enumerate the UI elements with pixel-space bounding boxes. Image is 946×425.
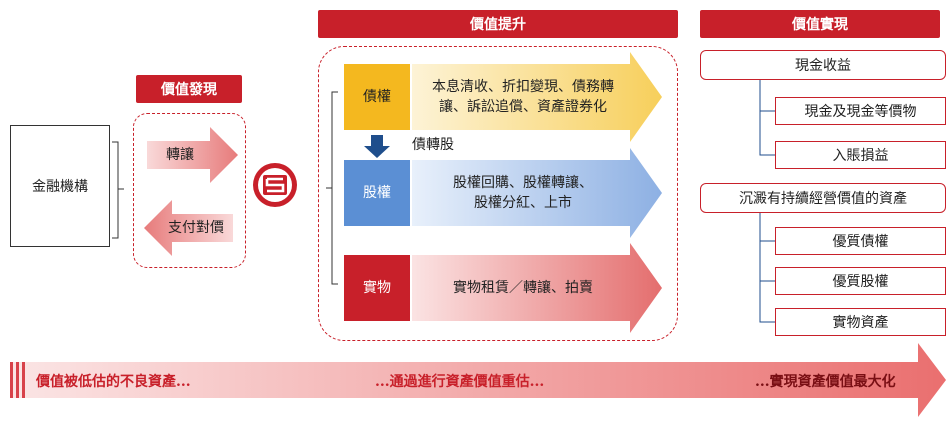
bottom-progress-arrow: [10, 343, 946, 417]
transfer-arrow: [147, 127, 238, 183]
tag-debt: 債權: [344, 64, 410, 130]
realize-tree-lines: [759, 80, 775, 323]
realize-asset-item: 優質股權: [775, 267, 946, 295]
bottom-left-text: 價值被低估的不良資產...: [36, 374, 191, 390]
conversion-label: 債轉股: [412, 137, 454, 153]
physical-arrow: [412, 243, 662, 333]
discovery-title: 價值發現: [136, 75, 242, 103]
equity-methods: 股權回購、股權轉讓、 股權分紅、上市: [453, 175, 593, 211]
realize-asset-item: 實物資產: [775, 308, 946, 336]
discovery-panel: [133, 113, 246, 268]
bottom-stripes: [10, 362, 25, 398]
bottom-middle-text: ...通過進行資產價值重估...: [375, 374, 545, 390]
bottom-right-text: ...實現資產價值最大化: [755, 374, 896, 390]
realize-cash-head: 現金收益: [700, 50, 946, 80]
physical-methods: 實物租賃／轉讓、拍賣: [453, 280, 593, 296]
transfer-label: 轉讓: [166, 147, 194, 163]
payment-arrow: [144, 200, 233, 256]
tag-equity: 股權: [344, 160, 410, 226]
enhance-title: 價值提升: [318, 10, 678, 38]
realize-title: 價值實現: [700, 10, 940, 38]
company-logo-icon: [253, 163, 297, 207]
realize-cash-item: 現金及現金等價物: [775, 97, 946, 125]
enhance-bracket: [326, 91, 338, 285]
debt-methods: 本息清收、折扣變現、債務轉 讓、訴訟追償、資產證券化: [432, 79, 614, 115]
debt-arrow: [412, 52, 662, 142]
payment-label: 支付對價: [168, 220, 224, 236]
enhance-panel: [318, 46, 678, 341]
source-bracket: [112, 141, 124, 239]
realize-cash-item: 入賬損益: [775, 141, 946, 169]
conversion-down-arrow: [364, 135, 390, 158]
source-label: 金融機構: [32, 179, 88, 195]
tag-physical: 實物: [344, 255, 410, 321]
realize-asset-item: 優質債權: [775, 227, 946, 255]
source-financial-institution: 金融機構: [10, 125, 110, 247]
equity-arrow: [412, 148, 662, 238]
realize-asset-head: 沉澱有持續經營價值的資產: [700, 183, 946, 213]
